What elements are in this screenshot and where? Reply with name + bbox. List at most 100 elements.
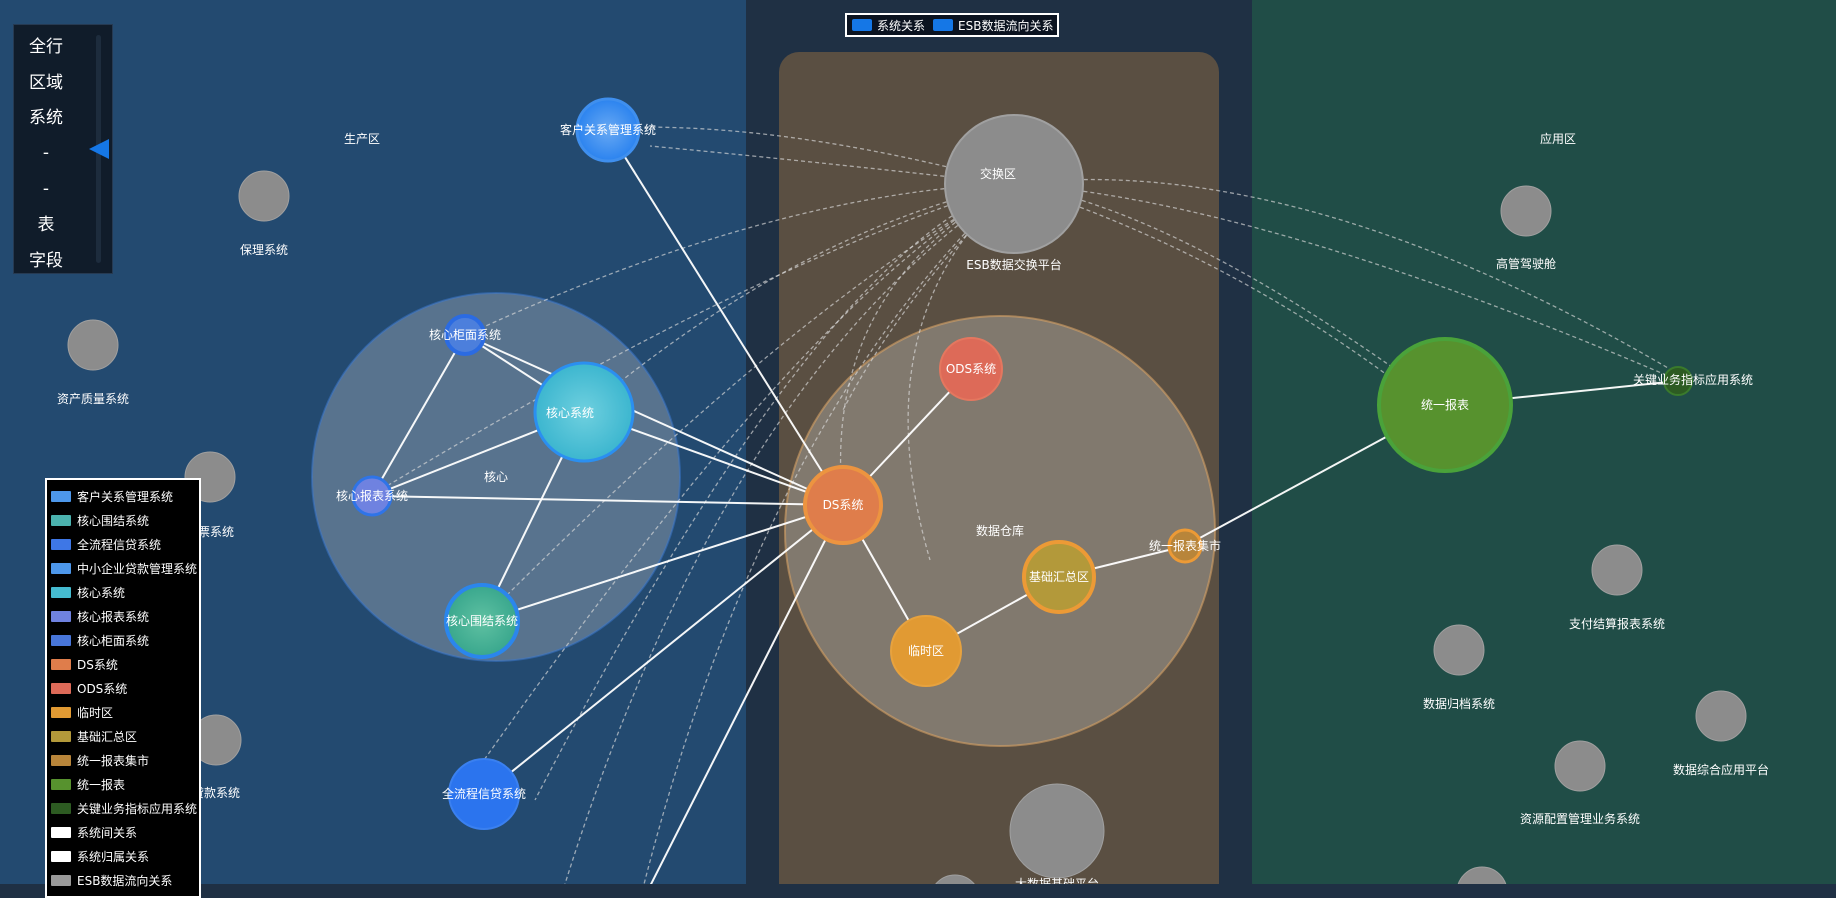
node-legend-item[interactable]: 全流程信贷系统 xyxy=(47,532,199,556)
node-legend-label: 核心围结系统 xyxy=(77,513,150,528)
node-legend-label: 基础汇总区 xyxy=(77,729,138,744)
asset-node[interactable] xyxy=(67,319,119,371)
esb-label: ESB数据交换平台 xyxy=(966,257,1061,272)
core-node[interactable] xyxy=(533,361,635,463)
ods-label: ODS系统 xyxy=(946,362,996,376)
base-node[interactable] xyxy=(1022,540,1096,614)
node-legend-item[interactable]: 核心围结系统 xyxy=(47,508,199,532)
core-wrap-label: 核心围结系统 xyxy=(446,614,518,628)
node-legend-item[interactable]: 系统归属关系 xyxy=(47,844,199,868)
base-label: 基础汇总区 xyxy=(1029,570,1089,584)
application-zone xyxy=(1252,0,1836,884)
node-legend-label: 关键业务指标应用系统 xyxy=(77,801,198,816)
node-legend-item[interactable]: 中小企业贷款管理系统 xyxy=(47,556,199,580)
integrated-node[interactable] xyxy=(1695,690,1747,742)
warehouse-extra-node[interactable] xyxy=(930,874,980,884)
node-legend-item[interactable]: 客户关系管理系统 xyxy=(47,484,199,508)
node-legend-label: ODS系统 xyxy=(77,681,128,696)
legend-swatch xyxy=(51,634,71,646)
zhifu-label: 支付结算报表系统 xyxy=(1569,616,1665,631)
node-legend-label: 系统间关系 xyxy=(77,825,138,840)
legend-swatch xyxy=(51,514,71,526)
report-label: 统一报表 xyxy=(1421,397,1469,412)
resource-node[interactable] xyxy=(1554,740,1606,792)
kpi-node[interactable] xyxy=(1663,366,1693,396)
relation-legend: 系统关系 ESB数据流向关系 xyxy=(845,13,1059,37)
level-item[interactable]: 字段 xyxy=(29,251,63,271)
ds-node[interactable] xyxy=(803,465,883,545)
core-report-label: 核心报表系统 xyxy=(336,488,408,503)
node-legend-item[interactable]: 统一报表 xyxy=(47,772,199,796)
core-group-label: 核心 xyxy=(484,470,508,484)
node-legend-item[interactable]: 核心柜面系统 xyxy=(47,628,199,652)
level-item[interactable]: 区域 xyxy=(29,73,63,93)
daikuan-label: 贷款系统 xyxy=(192,786,240,800)
baoli-node[interactable] xyxy=(238,170,290,222)
legend-swatch xyxy=(933,19,954,31)
bigdata-label: 大数据基础平台 xyxy=(1015,876,1099,884)
node-legend-label: 统一报表集市 xyxy=(77,753,150,768)
node-legend-item[interactable]: ESB数据流向关系 xyxy=(47,868,199,892)
archive-node[interactable] xyxy=(1433,624,1485,676)
bigdata-node[interactable] xyxy=(1009,783,1105,879)
node-legend-item[interactable]: 统一报表集市 xyxy=(47,748,199,772)
level-item[interactable]: 全行 xyxy=(29,37,63,57)
legend-swatch xyxy=(51,586,71,598)
node-legend: 客户关系管理系统核心围结系统全流程信贷系统中小企业贷款管理系统核心系统核心报表系… xyxy=(45,478,201,898)
node-legend-item[interactable]: DS系统 xyxy=(47,652,199,676)
gaoguan-label: 高管驾驶舱 xyxy=(1496,256,1556,271)
node-legend-item[interactable]: 核心系统 xyxy=(47,580,199,604)
level-pointer-icon[interactable] xyxy=(89,139,109,159)
node-legend-item[interactable]: 核心报表系统 xyxy=(47,604,199,628)
asset-label: 资产质量系统 xyxy=(57,392,129,406)
legend-swatch xyxy=(51,610,71,622)
gaoguan-node[interactable] xyxy=(1500,185,1552,237)
exchange-node[interactable] xyxy=(944,114,1084,254)
node-legend-item[interactable]: 关键业务指标应用系统 xyxy=(47,796,199,820)
level-item[interactable]: 系统 xyxy=(29,108,63,128)
temp-node[interactable] xyxy=(890,615,962,687)
credit-node[interactable] xyxy=(448,758,520,830)
core-label: 核心系统 xyxy=(546,406,594,420)
node-legend-item[interactable]: ODS系统 xyxy=(47,676,199,700)
credit-label: 全流程信贷系统 xyxy=(442,786,526,801)
legend-swatch xyxy=(51,826,71,838)
counter-node[interactable] xyxy=(444,314,486,356)
core-wrap-node[interactable] xyxy=(444,583,520,659)
resource-label: 资源配置管理业务系统 xyxy=(1520,811,1640,826)
zhifu-node[interactable] xyxy=(1591,544,1643,596)
level-item[interactable]: 表 xyxy=(37,215,55,235)
legend-swatch xyxy=(51,802,71,814)
relation-legend-label: ESB数据流向关系 xyxy=(958,18,1054,33)
app-extra-node[interactable] xyxy=(1457,866,1507,884)
mart-node[interactable] xyxy=(1167,528,1203,564)
level-item[interactable]: - xyxy=(42,179,50,199)
legend-swatch xyxy=(51,874,71,886)
node-legend-label: 全流程信贷系统 xyxy=(77,537,162,552)
ds-label: DS系统 xyxy=(823,498,864,512)
legend-swatch xyxy=(51,682,71,694)
relation-legend-item[interactable]: ESB数据流向关系 xyxy=(933,17,1053,34)
node-legend-item[interactable]: 系统间关系 xyxy=(47,820,199,844)
archive-label: 数据归档系统 xyxy=(1423,696,1495,711)
mart-label: 统一报表集市 xyxy=(1149,538,1221,553)
ods-node[interactable] xyxy=(939,337,1003,401)
temp-label: 临时区 xyxy=(908,644,944,658)
node-legend-label: 客户关系管理系统 xyxy=(77,489,174,504)
level-item[interactable]: - xyxy=(42,143,50,163)
node-legend-label: ESB数据流向关系 xyxy=(77,873,173,888)
kpi-label: 关键业务指标应用系统 xyxy=(1633,372,1753,387)
report-node[interactable] xyxy=(1377,337,1513,473)
relation-legend-label: 系统关系 xyxy=(877,18,926,33)
legend-swatch xyxy=(852,19,872,31)
node-legend-item[interactable]: 临时区 xyxy=(47,700,199,724)
integrated-label: 数据综合应用平台 xyxy=(1673,762,1769,777)
node-legend-item[interactable]: 基础汇总区 xyxy=(47,724,199,748)
relation-legend-item[interactable]: 系统关系 xyxy=(852,17,925,34)
crm-node[interactable] xyxy=(575,97,641,163)
node-legend-label: 中小企业贷款管理系统 xyxy=(77,561,198,576)
core-report-node[interactable] xyxy=(351,475,393,517)
level-navigator[interactable]: 全行区域系统 - - 表字段 xyxy=(13,24,113,274)
node-legend-label: DS系统 xyxy=(77,657,118,672)
